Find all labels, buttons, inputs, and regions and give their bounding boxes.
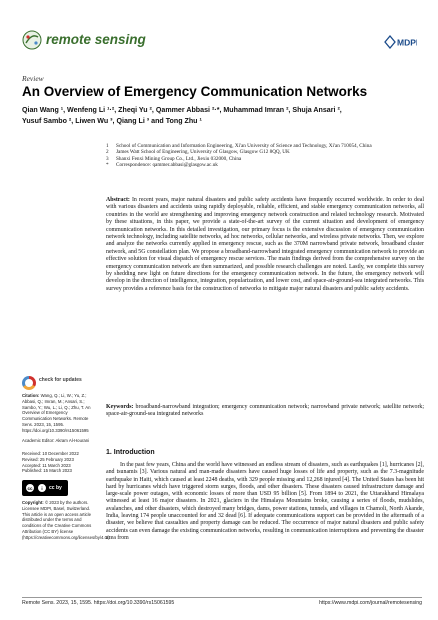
by-person-icon: i [37,483,47,493]
citation-text: Wang, Q.; Li, W.; Yu, Z.; Abbasi, Q.; Im… [22,393,91,433]
abstract: Abstract: In recent years, major natural… [106,197,424,293]
abstract-text: In recent years, major natural disasters… [106,197,424,292]
editor-label: Academic Editor: [22,438,55,443]
license-text: cc by [49,485,62,491]
citation-label: Citation: [22,393,40,398]
copyright-label: Copyright: [22,500,44,505]
footer-divider [22,597,422,598]
footer-journal-url[interactable]: https://www.mdpi.com/journal/remotesensi… [319,600,422,606]
journal-name: remote sensing [46,32,146,47]
article-title: An Overview of Emergency Communication N… [22,84,368,99]
copyright: Copyright: © 2023 by the authors. Licens… [22,500,111,541]
journal-logo-icon [22,30,42,50]
academic-editor: Academic Editor: Akram Al-Hourani [22,438,98,444]
accepted-date: Accepted: 11 March 2023 [22,462,71,468]
author-list: Qian Wang ¹, Wenfeng Li ¹·², Zheqi Yu ²,… [22,105,422,127]
cc-by-license-badge[interactable]: cc i cc by [22,480,68,496]
cc-icon: cc [25,483,35,493]
copyright-text: © 2023 by the authors. Licensee MDPI, Ba… [22,500,111,540]
introduction-text: In the past few years, China and the wor… [106,462,425,541]
citation: Citation: Wang, Q.; Li, W.; Yu, Z.; Abba… [22,393,98,434]
authors-line-1[interactable]: Qian Wang ¹, Wenfeng Li ¹·², Zheqi Yu ²,… [22,106,342,114]
dates: Received: 10 December 2022 Revised: 25 F… [22,451,98,474]
keywords-text: broadband-narrowband integration; emerge… [106,404,424,418]
revised-date: Revised: 25 February 2023 [22,456,74,462]
check-updates-label: check for updates [39,377,82,383]
publisher-logo: MDPI [384,35,417,49]
editor-name: Akram Al-Hourani [55,438,90,443]
section-heading-introduction: 1. Introduction [106,449,155,456]
abstract-label: Abstract: [106,197,130,203]
published-date: Published: 15 March 2023 [22,468,72,474]
publisher-name: MDPI [397,38,417,48]
authors-line-2[interactable]: Yusuf Sambo ², Liwen Wu ³, Qiang Li ³ an… [22,117,202,125]
article-type: Review [22,74,44,83]
keywords-label: Keywords: [106,404,134,410]
correspondence: *Correspondence: qammer.abbasi@glasgow.a… [106,162,218,169]
keywords: Keywords: broadband-narrowband integrati… [106,404,424,419]
check-updates-icon [22,376,36,390]
received-date: Received: 10 December 2022 [22,451,79,456]
check-for-updates-button[interactable]: check for updates [22,376,82,390]
footer-citation-doi[interactable]: Remote Sens. 2023, 15, 1595. https://doi… [22,600,175,606]
